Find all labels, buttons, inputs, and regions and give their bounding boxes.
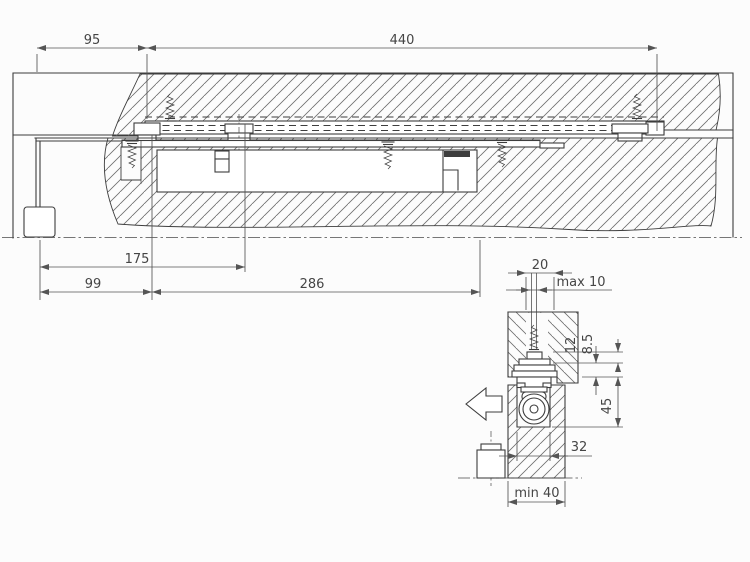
- dim-12-label: 12: [564, 337, 579, 354]
- top-extension-lines: [36, 54, 658, 131]
- rail-top-flange: [511, 370, 558, 378]
- rail-end-block-tab: [617, 132, 643, 142]
- rail-end-block: [611, 123, 649, 134]
- dim-32-label: 32: [571, 440, 588, 455]
- mount-plate: [513, 364, 556, 372]
- dim-20-extensions: [525, 277, 555, 310]
- roller-hub: [529, 404, 539, 414]
- slide-rail: [133, 93, 665, 160]
- dim-45-label: 45: [600, 398, 615, 415]
- hinge-pivot: [23, 137, 123, 238]
- slider-plate: [520, 386, 548, 393]
- dim-440-label: 440: [390, 33, 415, 48]
- rail-end-cap-right: [645, 121, 665, 136]
- rail-end-cap-left: [133, 122, 161, 136]
- closer-housing: [156, 149, 478, 193]
- rail-cross-section: [511, 273, 558, 425]
- screw-head: [526, 351, 543, 360]
- closer-body: [121, 139, 565, 193]
- washer: [518, 358, 551, 366]
- dim-20-label: 20: [532, 258, 549, 273]
- closer-mounting-plate: [121, 139, 541, 148]
- spindle-neck: [480, 443, 502, 451]
- dim-175-label: 175: [125, 252, 150, 267]
- main-dimensions: 95 440 175 99 286: [36, 33, 658, 300]
- dim-95-label: 95: [84, 33, 101, 48]
- screw-centerlines: [531, 273, 537, 350]
- right-extension-lines: [552, 351, 623, 428]
- hinge-arm: [35, 137, 41, 208]
- main-section-view: 95 440 175 99 286: [2, 33, 742, 300]
- frame-border: [12, 72, 734, 239]
- floor-spindle: [476, 431, 506, 486]
- closer-end-bracket: [442, 149, 459, 193]
- closer-detail-block-2: [214, 158, 230, 173]
- bottom-extension-lines: [39, 124, 481, 300]
- closer-detail-block-1: [214, 150, 230, 160]
- pivot-cylinder: [23, 206, 56, 238]
- side-dimensions: 20 max 10 12 8.5 45 32 min 40: [499, 258, 623, 507]
- plate-end-step: [539, 142, 565, 149]
- dim-85-label: 8.5: [581, 334, 596, 355]
- direction-arrow-icon: [465, 386, 503, 422]
- closer-end-bar: [444, 151, 470, 157]
- rail-body: [144, 120, 665, 135]
- side-section-view: 20 max 10 12 8.5 45 32 min 40: [458, 258, 623, 507]
- dim-286-label: 286: [300, 277, 325, 292]
- dim-max10-label: max 10: [557, 275, 606, 290]
- dim-min40-label: min 40: [514, 486, 559, 501]
- spindle-body: [476, 449, 506, 479]
- dim-99-label: 99: [85, 277, 102, 292]
